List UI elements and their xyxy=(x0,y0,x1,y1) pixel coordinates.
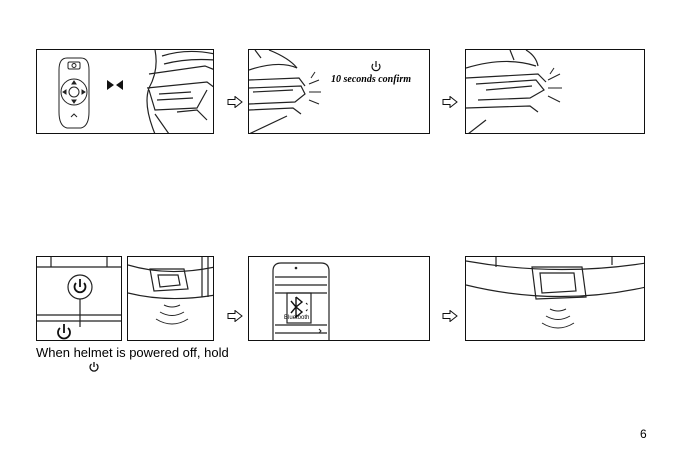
power-icon xyxy=(88,361,100,373)
helmet-connected-panel xyxy=(465,256,645,341)
helmet-side-illustration xyxy=(249,50,430,134)
phone-bluetooth-panel: Bluetooth xyxy=(248,256,430,341)
helmet-icon xyxy=(147,50,214,134)
button-module-illustration xyxy=(128,257,214,341)
bluetooth-label: Bluetooth xyxy=(284,315,309,322)
power-button-illustration xyxy=(37,257,122,341)
right-arrow-icon xyxy=(442,310,458,322)
instruction-caption: When helmet is powered off, hold xyxy=(36,346,229,373)
helmet-front-illustration xyxy=(466,50,645,134)
ten-seconds-confirm-label: 10 seconds confirm xyxy=(331,73,411,87)
sound-waves-icon xyxy=(548,68,562,102)
power-icon xyxy=(372,61,380,71)
helmet-blinking-panel xyxy=(465,49,645,134)
page-number: 6 xyxy=(640,427,647,441)
right-arrow-icon xyxy=(227,96,243,108)
hold-confirm-panel: 10 seconds confirm xyxy=(248,49,430,134)
instruction-caption-line1: When helmet is powered off, hold xyxy=(36,346,229,360)
bluetooth-icon xyxy=(291,297,302,317)
helmet-module-illustration xyxy=(466,257,645,341)
power-icon xyxy=(75,279,86,292)
sound-waves-icon xyxy=(156,305,188,324)
remote-control-icon xyxy=(59,58,89,128)
remote-helmet-illustration xyxy=(37,50,214,134)
power-icon xyxy=(58,324,70,338)
remote-helmet-panel xyxy=(36,49,214,134)
right-arrow-icon xyxy=(442,96,458,108)
sound-waves-icon xyxy=(542,309,574,328)
button-module-panel xyxy=(127,256,214,341)
bowtie-icon xyxy=(107,80,123,90)
right-arrow-icon xyxy=(227,310,243,322)
phone-illustration xyxy=(249,257,430,341)
sound-waves-icon xyxy=(309,72,321,104)
power-button-panel xyxy=(36,256,122,341)
